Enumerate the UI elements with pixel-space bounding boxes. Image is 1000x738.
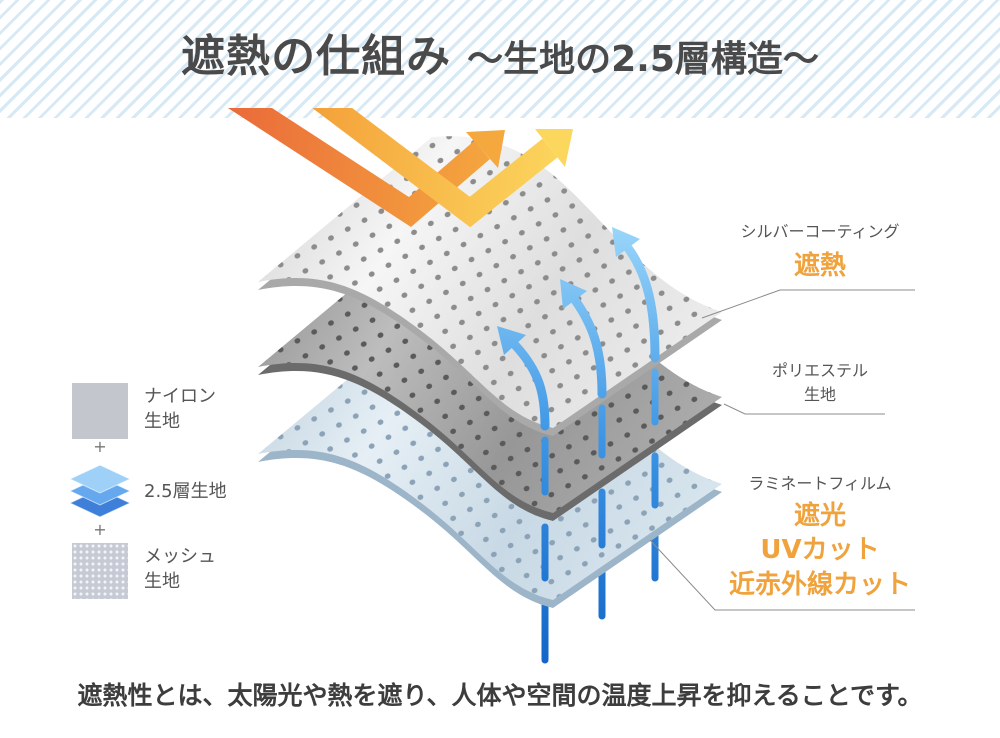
stacked-layer-top [68,464,132,494]
footer-description: 遮熱性とは、太陽光や熱を遮り、人体や空間の温度上昇を抑えることです。 [77,681,923,710]
legend-two-and-half-layer: 2.5層生地 [144,481,227,502]
laminate-film-leader-line [649,539,915,611]
heat-arrow-b-head [560,279,587,309]
legend-nylon-line-2: 生地 [144,411,180,432]
laminate-film-label: ラミネートフィルム [720,473,920,495]
heat-arrow-a-head [497,326,526,355]
legend-mesh-line-2: 生地 [144,571,180,592]
reflected-sunlight-arrow-icon [312,108,573,228]
polyester-caption-line-2: 生地 [803,385,836,404]
rising-heat-arrow-icon [560,279,607,399]
rising-heat-arrow-icon [497,326,550,431]
laminate-effect-uv-cut: UVカット [760,535,880,565]
heat-flow-over-laminate [541,452,659,582]
laminate-film-caption: ラミネートフィルム [748,474,892,493]
laminate-effect-nir-cut: 近赤外線カット [728,570,911,600]
silver-coating-effects: 遮熱 [720,250,920,282]
sun-arrow-2-head [535,129,573,167]
laminate-film-effects: 遮光 UVカット 近赤外線カット [720,500,920,601]
stacked-layers-icon [68,464,132,518]
sun-arrow-2-shaft [312,108,558,228]
rising-heat-arrows [497,227,660,431]
silver-coating-label: シルバーコーティング [720,221,920,243]
heat-arrow-c-shaft [623,243,660,363]
legend-plus-sign: + [93,520,107,539]
laminate-effect-light-block: 遮光 [793,501,846,531]
mesh-swatch [72,543,128,599]
sun-arrow-1-head [466,130,505,168]
heat-arrow-b-shaft [570,295,607,399]
legend-plus-sign: + [93,437,107,456]
polyester-leader-line [723,403,885,415]
silver-coating-leader-line [701,289,915,319]
silver-coating-effect-heat-shield: 遮熱 [793,251,846,281]
sun-arrow-1-shaft [227,108,490,227]
legend-mesh-line-1: メッシュ [144,546,216,567]
rising-heat-arrow-icon [612,227,660,363]
polyester-label: ポリエステル 生地 [720,360,920,406]
title-sub: ～生地の2.5層構造～ [467,39,819,80]
legend-nylon-line-1: ナイロン [144,386,216,407]
leader-lines [649,289,915,611]
title-main: 遮熱の仕組み [181,31,452,82]
reflected-sunlight-arrow-icon [227,108,505,227]
heat-flow-over-polyester [541,368,659,496]
nylon-swatch [72,383,128,439]
reflected-sunlight-arrows [227,108,573,228]
heat-arrow-c-head [612,227,640,257]
polyester-caption-line-1: ポリエステル [771,361,868,380]
page-title: 遮熱の仕組み ～生地の2.5層構造～ [0,27,1000,87]
striped-header-band [0,0,1000,118]
heat-arrow-a-shaft [510,340,550,431]
silver-coating-caption: シルバーコーティング [740,222,900,241]
